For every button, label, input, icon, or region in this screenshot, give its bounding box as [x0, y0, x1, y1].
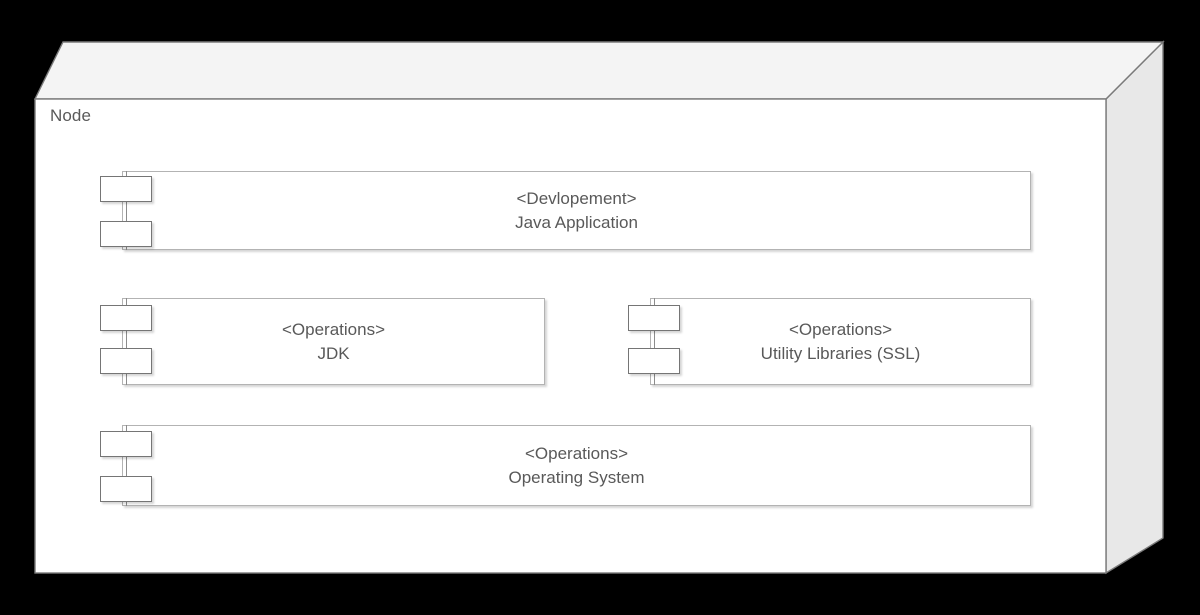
component-utility-libraries-name: Utility Libraries (SSL): [760, 343, 921, 363]
component-operating-system-tab-spine: [126, 425, 127, 506]
component-operating-system-tab-lower-icon: [100, 476, 152, 502]
component-jdk-label: <Operations> JDK: [123, 318, 544, 366]
component-java-application[interactable]: <Devlopement> Java Application: [122, 171, 1031, 250]
component-operating-system[interactable]: <Operations> Operating System: [122, 425, 1031, 506]
component-utility-libraries-tab-upper-icon: [628, 305, 680, 331]
component-java-application-stereotype: <Devlopement>: [516, 188, 637, 208]
component-utility-libraries-label: <Operations> Utility Libraries (SSL): [651, 318, 1030, 366]
node-side-face: [1105, 40, 1164, 575]
component-utility-libraries-tab-lower-icon: [628, 348, 680, 374]
node-top-face: [33, 41, 1165, 100]
node-label: Node: [50, 106, 92, 125]
component-jdk[interactable]: <Operations> JDK: [122, 298, 545, 385]
component-operating-system-tab-upper-icon: [100, 431, 152, 457]
component-jdk-name: JDK: [317, 343, 350, 363]
component-java-application-label: <Devlopement> Java Application: [123, 187, 1030, 235]
component-jdk-stereotype: <Operations>: [281, 319, 385, 339]
component-jdk-tab-spine: [126, 298, 127, 385]
component-jdk-tab-lower-icon: [100, 348, 152, 374]
component-jdk-tab-upper-icon: [100, 305, 152, 331]
component-utility-libraries-tab-spine: [654, 298, 655, 385]
component-operating-system-name: Operating System: [508, 467, 645, 487]
component-java-application-tab-spine: [126, 171, 127, 250]
component-operating-system-label: <Operations> Operating System: [123, 442, 1030, 490]
component-utility-libraries[interactable]: <Operations> Utility Libraries (SSL): [650, 298, 1031, 385]
component-java-application-tab-upper-icon: [100, 176, 152, 202]
component-java-application-name: Java Application: [515, 212, 638, 232]
component-operating-system-stereotype: <Operations>: [524, 443, 628, 463]
component-utility-libraries-stereotype: <Operations>: [788, 319, 892, 339]
component-java-application-tab-lower-icon: [100, 221, 152, 247]
